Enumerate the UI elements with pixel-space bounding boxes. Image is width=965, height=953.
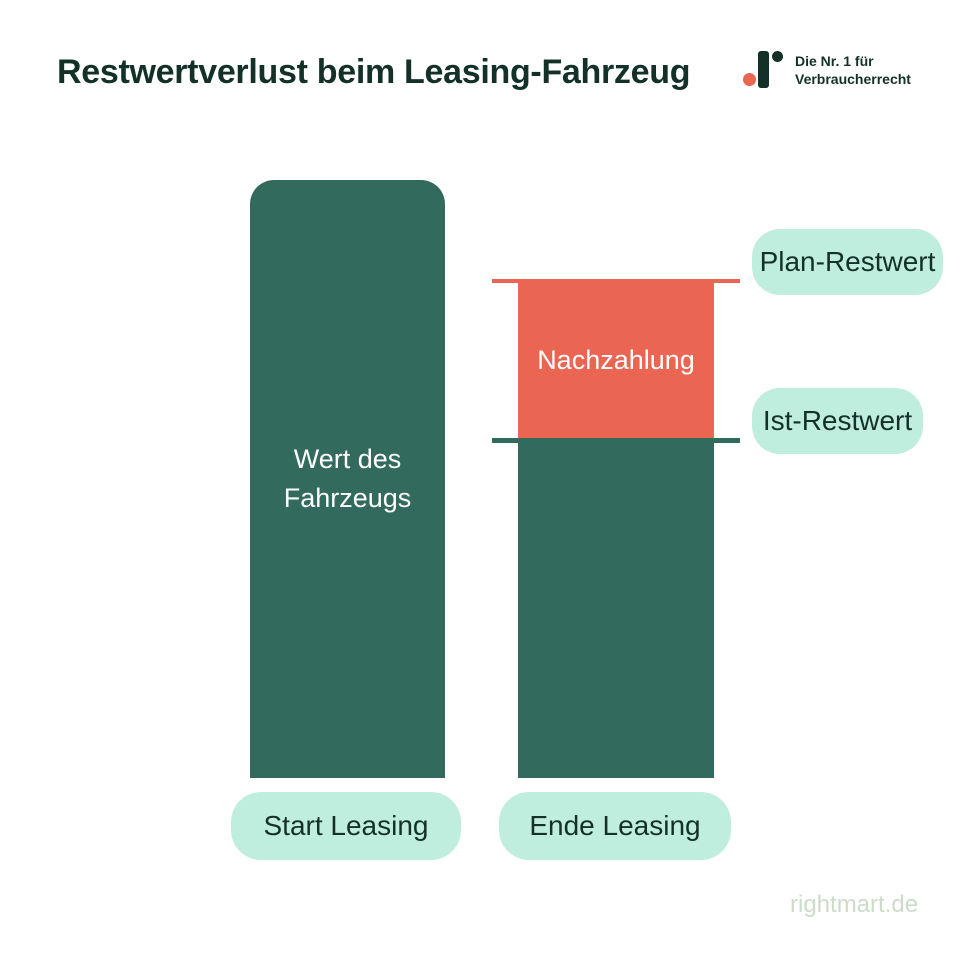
website-url: rightmart.de — [790, 891, 919, 918]
ende-leasing-label-pill: Ende Leasing — [499, 792, 731, 860]
plan-restwert-label-pill: Plan-Restwert — [752, 229, 943, 295]
page-title: Restwertverlust beim Leasing-Fahrzeug — [57, 53, 691, 91]
nachzahlung-segment: Nachzahlung — [518, 283, 714, 438]
ist-restwert-label-pill: Ist-Restwert — [752, 388, 923, 454]
bar-start-leasing: Wert des Fahrzeugs — [250, 180, 445, 778]
logo-teal-dot-icon — [772, 51, 783, 62]
logo-coral-dot-icon — [743, 73, 756, 86]
ende-leasing-text: Ende Leasing — [529, 810, 701, 841]
logo-tagline-line1: Die Nr. 1 für — [795, 53, 874, 69]
nachzahlung-label: Nachzahlung — [537, 345, 695, 375]
left-bar-value-label: Wert des Fahrzeugs — [284, 440, 412, 518]
plan-restwert-level-line — [492, 279, 740, 283]
left-bar-label-line2: Fahrzeugs — [283, 483, 412, 513]
left-bar-label-line1: Wert des — [293, 444, 402, 474]
bar-ende-leasing-rest-segment — [518, 443, 714, 778]
ist-restwert-text: Ist-Restwert — [762, 405, 913, 436]
ist-restwert-level-line — [492, 438, 740, 443]
start-leasing-text: Start Leasing — [263, 810, 429, 841]
plan-restwert-text: Plan-Restwert — [759, 246, 936, 277]
logo-tagline-line2: Verbraucherrecht — [795, 71, 911, 87]
logo-tagline: Die Nr. 1 für Verbraucherrecht — [795, 52, 911, 88]
logo-bar-icon — [758, 51, 769, 88]
start-leasing-label-pill: Start Leasing — [231, 792, 461, 860]
